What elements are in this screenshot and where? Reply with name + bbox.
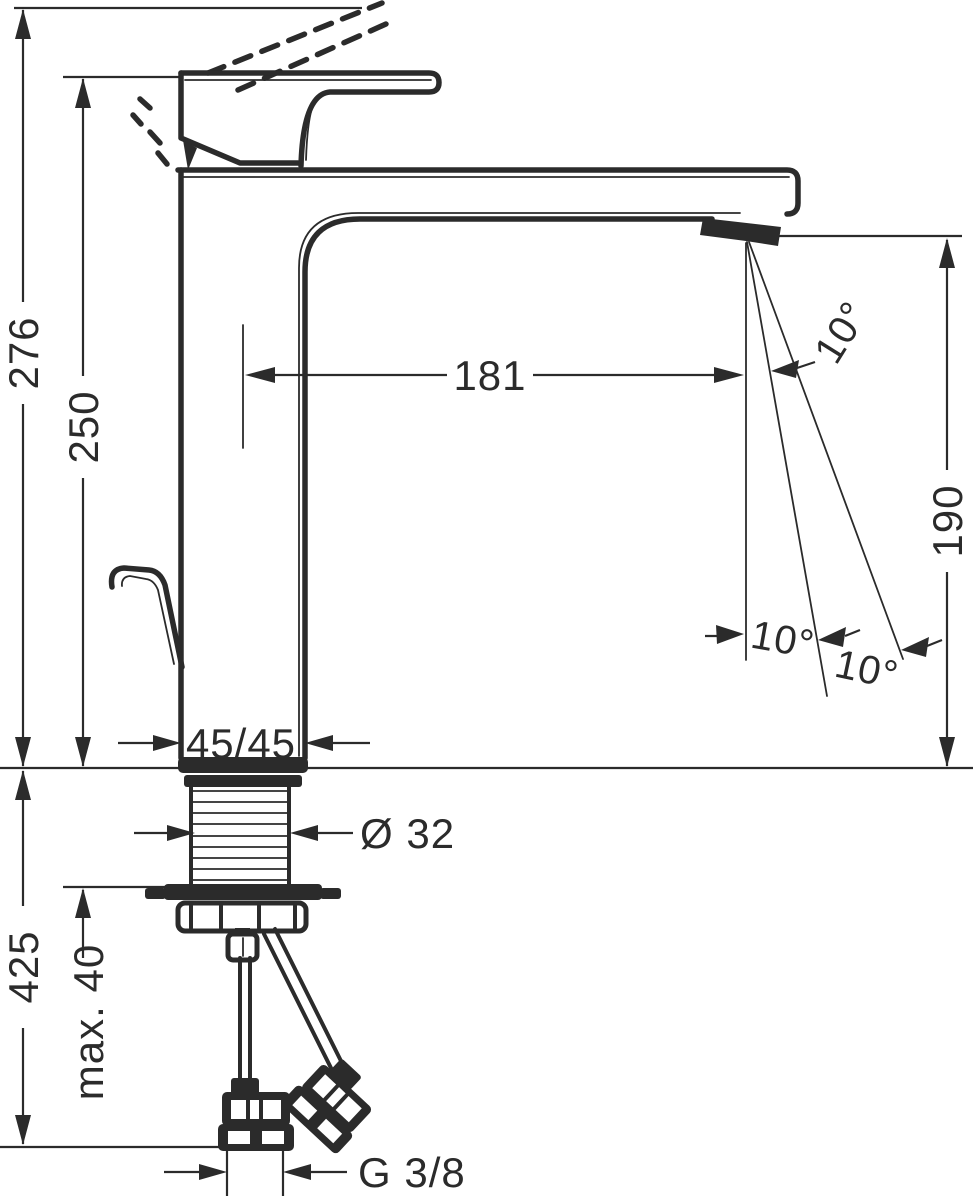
dimension-connection-thread: G 3/8 <box>164 1149 466 1196</box>
dimension-total-height: 276 <box>0 9 47 767</box>
handle-skirt <box>178 70 301 166</box>
angle-callout-outlet: 10° <box>771 294 877 378</box>
supply-hose-straight <box>238 956 252 1087</box>
arrow-up-icon <box>939 238 955 268</box>
hose-connector-angled <box>282 1059 372 1154</box>
angle-label-outer: 10° <box>831 642 902 698</box>
angle-label-outlet: 10° <box>806 294 877 371</box>
arrow-left-icon <box>245 367 275 383</box>
handle-pivot-detail <box>183 140 197 170</box>
hose-connector-straight <box>218 1078 294 1151</box>
mounting-nut-notches <box>189 904 297 930</box>
arrow-down-icon <box>75 737 91 767</box>
spout-underside-and-body-right <box>302 216 715 761</box>
supply-hoses <box>218 927 372 1154</box>
pop-up-pull-rod <box>108 565 185 670</box>
dimension-max-deck-thickness: max. 40 <box>65 888 112 1100</box>
washer-tab-left <box>145 888 166 899</box>
arrow-right-icon <box>167 825 195 841</box>
arrow-left-icon <box>305 735 333 751</box>
arrow-up-icon <box>75 888 91 918</box>
arrow-left-icon <box>771 360 799 378</box>
supply-hose-angled <box>262 927 347 1076</box>
reference-lines <box>0 6 973 1196</box>
aerator-outlet <box>700 218 781 246</box>
mounting-hardware <box>145 775 341 963</box>
handle-lever-open-dashed <box>130 0 398 167</box>
washer-tab-right <box>320 888 341 899</box>
dim-label-276: 276 <box>0 316 47 389</box>
dim-label-max40: max. 40 <box>65 944 112 1100</box>
dimension-lever-height: 250 <box>60 78 107 767</box>
arrow-left-icon <box>290 825 318 841</box>
shank-collar <box>184 775 302 787</box>
angle-callout-inner: 10° <box>705 613 861 667</box>
dim-label-g38: G 3/8 <box>358 1149 466 1196</box>
mounting-nut <box>175 900 309 934</box>
dimension-spout-reach: 181 <box>245 352 744 399</box>
dim-label-181: 181 <box>453 352 526 399</box>
arrow-up-icon <box>15 770 31 800</box>
arrow-up-icon <box>15 9 31 39</box>
dim-label-190: 190 <box>924 484 971 557</box>
faucet-outline <box>108 0 801 773</box>
arrow-left-icon <box>283 1164 311 1180</box>
stream-line-20deg <box>748 241 904 660</box>
dimension-outlet-height: 190 <box>924 238 971 767</box>
arrow-right-icon <box>153 735 181 751</box>
dimension-hole-diameter: Ø 32 <box>134 810 455 857</box>
body-base-flange <box>178 757 308 773</box>
arrow-up-icon <box>75 78 91 108</box>
dimension-below-deck-length: 425 <box>0 770 47 1145</box>
handle-lever <box>178 70 442 170</box>
spout-top-outline <box>175 167 801 217</box>
stream-line-10deg <box>746 241 828 697</box>
arrow-right-icon <box>199 1164 227 1180</box>
dim-label-425: 425 <box>0 930 47 1003</box>
arrow-down-icon <box>939 737 955 767</box>
arrow-left-icon <box>818 627 846 647</box>
dim-label-45-45: 45/45 <box>186 720 296 767</box>
dim-label-250: 250 <box>60 390 107 463</box>
water-stream-lines <box>745 241 904 697</box>
arrow-down-icon <box>15 737 31 767</box>
threaded-shank <box>189 785 291 886</box>
dim-label-d32: Ø 32 <box>360 810 455 857</box>
body-and-spout <box>175 167 801 761</box>
arrow-left-icon <box>901 637 929 657</box>
washer <box>164 884 322 900</box>
angle-label-inner: 10° <box>748 613 818 667</box>
arrow-right-icon <box>716 625 744 644</box>
arrow-right-icon <box>714 367 744 383</box>
angle-callout-outer: 10° <box>831 637 943 698</box>
arrow-down-icon <box>15 1115 31 1145</box>
dimension-body-section: 45/45 <box>118 720 370 767</box>
